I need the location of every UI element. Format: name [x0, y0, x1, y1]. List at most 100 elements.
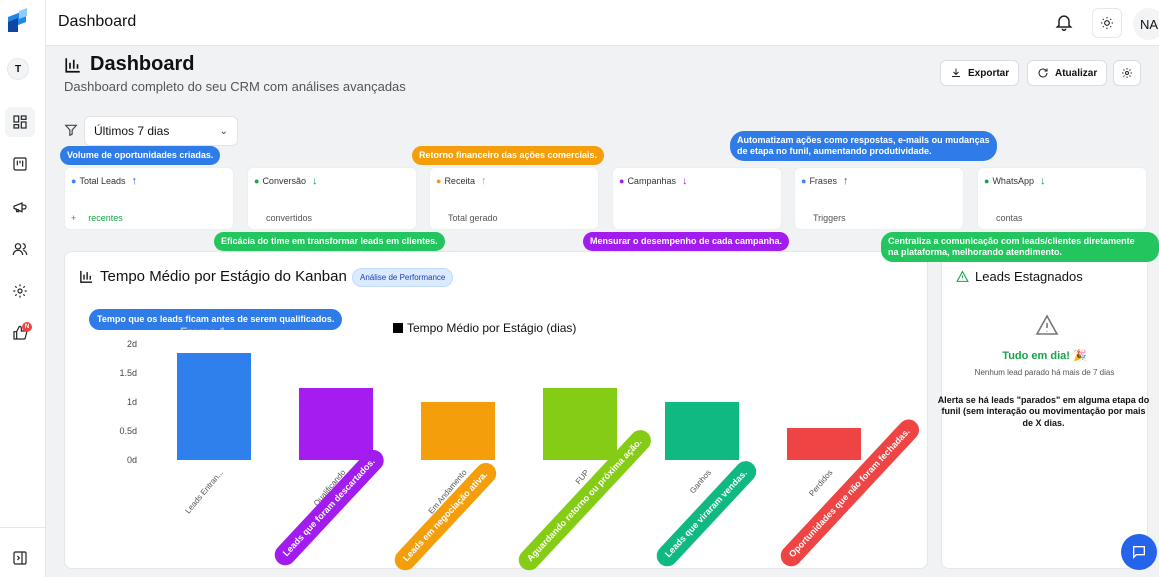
chat-icon	[1133, 546, 1145, 559]
stat-label-text: Total Leads	[79, 176, 126, 186]
stagnant-leads-panel: Leads Estagnados Tudo em dia! 🎉 Nenhum l…	[941, 251, 1148, 569]
bar-1[interactable]	[299, 387, 373, 460]
users-icon	[12, 243, 28, 256]
stat-card-totalleads[interactable]: ●Total Leads ↑ + recentes	[64, 167, 234, 230]
tooltip-receita: Retorno financeiro das ações comerciais.	[412, 146, 605, 165]
stat-label-text: Receita	[444, 176, 475, 186]
stat-card-whatsapp[interactable]: ●WhatsApp↓contas	[977, 167, 1147, 230]
kanban-icon	[13, 157, 27, 171]
stat-card-footnote: convertidos	[254, 213, 312, 223]
performance-badge: Análise de Performance	[352, 268, 454, 287]
trend-arrow-icon: ↑	[842, 175, 849, 187]
stat-icon: ●	[436, 176, 442, 186]
warning-icon	[956, 270, 969, 282]
bar-chart-icon	[80, 270, 93, 283]
stat-card-converso[interactable]: ●Conversão↓ convertidos	[247, 167, 417, 230]
period-select[interactable]: Últimos 7 dias ⌄	[84, 116, 238, 146]
chat-support-button[interactable]	[1121, 534, 1157, 570]
nav-users-button[interactable]	[5, 234, 35, 264]
stagnant-title-text: Leads Estagnados	[975, 269, 1083, 284]
stat-icon: ●	[984, 176, 990, 186]
x-tick-label: Leads Entran...	[183, 468, 225, 516]
notification-badge: N	[22, 322, 32, 332]
filter-icon	[64, 124, 78, 137]
megaphone-icon	[13, 202, 27, 213]
user-avatar[interactable]: NA	[1133, 8, 1159, 40]
stat-card-label: ●Receita ↑	[436, 175, 486, 187]
stat-foot-text: Total gerado	[448, 213, 498, 223]
nav-kanban-button[interactable]	[5, 149, 35, 179]
sidebar-toggle-icon	[13, 551, 27, 565]
gear-icon	[13, 284, 27, 298]
stat-card-label: ●Campanhas↓	[619, 175, 687, 187]
stat-label-text: Frases	[809, 176, 837, 186]
tooltip-total-leads: Volume de oportunidades criadas.	[60, 146, 221, 165]
dashboard-settings-button[interactable]	[1113, 60, 1141, 86]
trend-arrow-icon: ↑	[131, 175, 137, 187]
frame-label: Frame 1	[180, 325, 227, 339]
stat-card-footnote	[619, 213, 631, 223]
y-tick-label: 2d	[126, 339, 137, 349]
left-rail: T N	[0, 0, 46, 577]
tooltip-leads-entrantes: Tempo que os leads ficam antes de serem …	[89, 309, 343, 330]
stat-icon: ●	[254, 176, 260, 186]
trend-arrow-icon: ↓	[1039, 175, 1046, 187]
stagnant-title: Leads Estagnados	[956, 269, 1083, 284]
page-title-text: Dashboard	[90, 53, 195, 75]
legend-label: Tempo Médio por Estágio (dias)	[407, 321, 577, 335]
download-icon	[952, 68, 960, 77]
page-subtitle: Dashboard completo do seu CRM com anális…	[64, 79, 406, 94]
nav-campaigns-button[interactable]	[5, 192, 35, 222]
export-label: Exportar	[968, 67, 1010, 79]
nav-notifications-button[interactable]: N	[5, 318, 35, 348]
stagnant-alert-note: Alerta se há leads "parados" em alguma e…	[937, 395, 1150, 428]
nav-dashboard-button[interactable]	[5, 107, 35, 137]
bar-5[interactable]	[787, 428, 861, 460]
y-tick-label: 1.5d	[119, 368, 137, 378]
bar-3[interactable]	[543, 387, 617, 460]
stat-card-footnote: Triggers	[801, 213, 846, 223]
bar-4[interactable]	[665, 402, 739, 460]
tooltip-campanhas: Mensurar o desempenho de cada campanha.	[583, 232, 790, 251]
chart-legend: Tempo Médio por Estágio (dias)	[393, 321, 576, 335]
topbar-title: Dashboard	[58, 13, 137, 30]
workspace-avatar[interactable]: T	[7, 58, 29, 80]
stagnant-ok-message: Tudo em dia! 🎉	[1002, 350, 1087, 362]
kanban-time-panel: Tempo Médio por Estágio do Kanban Anális…	[64, 251, 928, 569]
stat-card-label: ●Total Leads ↑	[71, 175, 137, 187]
trend-arrow-icon: ↑	[480, 175, 487, 187]
gear-icon	[1122, 68, 1132, 78]
stat-card-receita[interactable]: ●Receita ↑ Total gerado	[429, 167, 599, 230]
refresh-button[interactable]: Atualizar	[1027, 60, 1108, 86]
stat-card-label: ●Conversão↓	[254, 175, 317, 187]
app-logo-icon[interactable]	[4, 8, 30, 34]
stat-card-label: ●Frases↑	[801, 175, 848, 187]
stat-foot-text: recentes	[88, 213, 123, 223]
theme-toggle-button[interactable]	[1092, 8, 1122, 38]
y-tick-label: 0.5d	[119, 426, 137, 436]
bar-0[interactable]	[177, 352, 251, 460]
bell-icon[interactable]	[1054, 12, 1074, 32]
export-button[interactable]: Exportar	[940, 60, 1020, 86]
sun-icon	[1101, 17, 1113, 29]
stat-icon: ●	[71, 176, 77, 186]
chevron-down-icon: ⌄	[219, 125, 228, 137]
x-tick-label: Ganhos	[687, 468, 713, 496]
nav-settings-button[interactable]	[5, 276, 35, 306]
stat-card-footnote: contas	[984, 213, 1023, 223]
warning-icon	[1035, 314, 1059, 335]
stat-card-footnote: + recentes	[71, 213, 123, 223]
bar-2[interactable]	[421, 402, 495, 460]
y-tick-label: 0d	[126, 455, 137, 465]
stat-foot-text: convertidos	[266, 213, 313, 223]
stat-foot-text: Triggers	[813, 213, 846, 223]
stat-card-footnote: Total gerado	[436, 213, 498, 223]
stat-label-text: Campanhas	[627, 176, 676, 186]
stat-label-text: Conversão	[262, 176, 306, 186]
stat-card-campanhas[interactable]: ●Campanhas↓	[612, 167, 782, 230]
stat-foot-prefix: +	[71, 213, 77, 223]
top-bar: Dashboard NA	[46, 0, 1159, 46]
stat-card-frases[interactable]: ●Frases↑Triggers	[794, 167, 964, 230]
stat-icon: ●	[619, 176, 625, 186]
collapse-sidebar-button[interactable]	[5, 543, 35, 573]
